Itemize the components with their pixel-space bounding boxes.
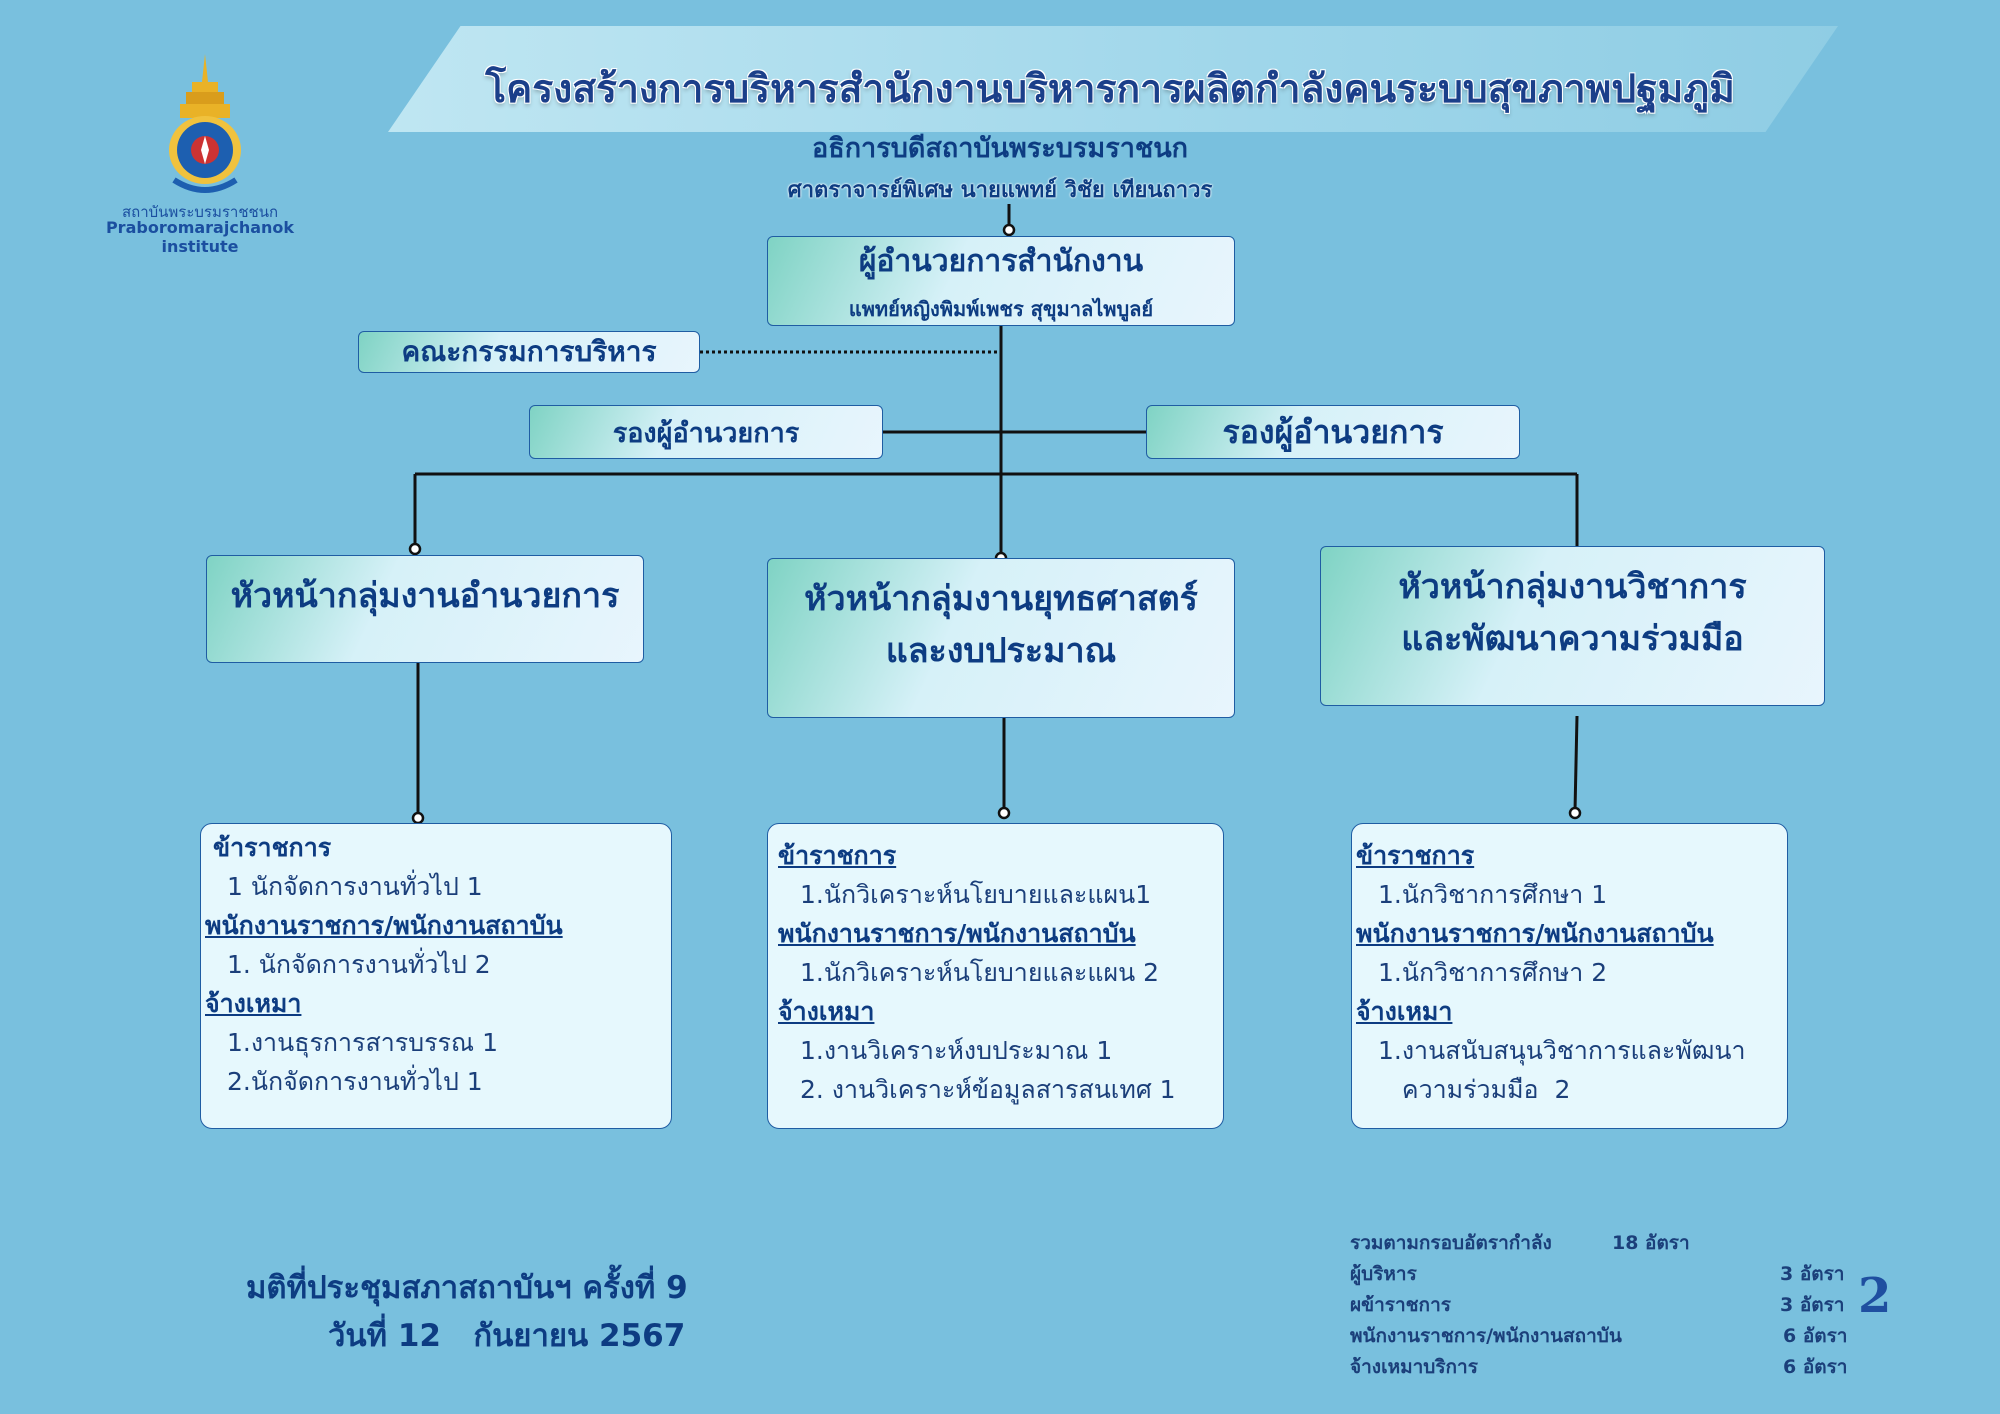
deputy-label-left: รองผู้อำนวยการ bbox=[612, 417, 800, 449]
page-number: 2 bbox=[1858, 1268, 1892, 1324]
staff-item: 1. นักจัดการงานทั่วไป 2 bbox=[227, 950, 491, 979]
summary-row-value: 6 อัตรา bbox=[1783, 1325, 1848, 1347]
rector-title: อธิการบดีสถาบันพระบรมราชนก bbox=[812, 133, 1188, 164]
connector-node-staff-2 bbox=[997, 806, 1011, 820]
staff-list-academic: ข้าราชการ 1.นักวิชาการศึกษา 1 พนักงานราช… bbox=[1351, 823, 1788, 1129]
connector-node-staff-1 bbox=[411, 811, 425, 825]
staff-heading: จ้างเหมา bbox=[205, 989, 302, 1018]
summary-row-label: ผข้าราชการ bbox=[1350, 1294, 1451, 1316]
staff-item: 1.นักวิเคราะห์นโยบายและแผน1 bbox=[800, 880, 1152, 909]
title-banner bbox=[388, 26, 1838, 132]
institute-name-en: Praboromarajchanok institute bbox=[105, 218, 295, 256]
summary-row-label: ผู้บริหาร bbox=[1350, 1263, 1417, 1285]
staff-item: 1.งานธุรการสารบรรณ 1 bbox=[227, 1028, 498, 1057]
summary-row-value: 3 อัตรา bbox=[1780, 1263, 1845, 1285]
staff-item: 1.นักวิชาการศึกษา 1 bbox=[1378, 880, 1608, 909]
connector-node-group-1 bbox=[408, 542, 422, 556]
connector-node-staff-3 bbox=[1568, 806, 1582, 820]
director-name: แพทย์หญิงพิมพ์เพชร สุขุมาลไพบูลย์ bbox=[848, 296, 1154, 321]
staff-item: 1.งานวิเคราะห์งบประมาณ 1 bbox=[800, 1036, 1113, 1065]
group-box-admin: หัวหน้ากลุ่มงานอำนวยการ bbox=[206, 555, 644, 663]
staff-list-admin: ข้าราชการ 1 นักจัดการงานทั่วไป 1 พนักงาน… bbox=[200, 823, 672, 1129]
committee-box: คณะกรรมการบริหาร bbox=[358, 331, 700, 373]
deputy-box-right: รองผู้อำนวยการ bbox=[1146, 405, 1520, 459]
staff-heading: ข้าราชการ bbox=[1356, 841, 1475, 870]
summary-row-value: 3 อัตรา bbox=[1780, 1294, 1845, 1316]
staff-item: 1.นักวิชาการศึกษา 2 bbox=[1378, 958, 1608, 987]
connector-staff-3 bbox=[1573, 715, 1579, 812]
staff-heading: พนักงานราชการ/พนักงานสถาบัน bbox=[778, 919, 1136, 948]
deputy-label-right: รองผู้อำนวยการ bbox=[1222, 412, 1444, 451]
group-title-strategy-2: และงบประมาณ bbox=[885, 631, 1117, 671]
group-title-academic-1: หัวหน้ากลุ่มงานวิชาการ bbox=[1398, 567, 1747, 607]
resolution-line-1: มติที่ประชุมสภาสถาบันฯ ครั้งที่ 9 bbox=[246, 1270, 688, 1306]
director-title: ผู้อำนวยการสำนักงาน bbox=[858, 243, 1144, 279]
staff-item: 2. งานวิเคราะห์ข้อมูลสารสนเทศ 1 bbox=[800, 1075, 1176, 1104]
staff-heading: จ้างเหมา bbox=[1356, 997, 1453, 1026]
staff-item: 2.นักจัดการงานทั่วไป 1 bbox=[227, 1067, 483, 1096]
staff-item: 1.งานสนับสนุนวิชาการและพัฒนา bbox=[1378, 1036, 1746, 1065]
director-box: ผู้อำนวยการสำนักงาน แพทย์หญิงพิมพ์เพชร ส… bbox=[767, 236, 1235, 326]
group-title-academic-2: และพัฒนาความร่วมมือ bbox=[1401, 619, 1744, 659]
summary-total-value: 18 อัตรา bbox=[1612, 1232, 1690, 1254]
summary-total-label: รวมตามกรอบอัตรากำลัง bbox=[1350, 1232, 1552, 1254]
staff-item: 1.นักวิเคราะห์นโยบายและแผน 2 bbox=[800, 958, 1160, 987]
staff-heading: พนักงานราชการ/พนักงานสถาบัน bbox=[1356, 919, 1714, 948]
summary-row-label: พนักงานราชการ/พนักงานสถาบัน bbox=[1350, 1325, 1622, 1347]
staff-heading: พนักงานราชการ/พนักงานสถาบัน bbox=[205, 911, 563, 940]
institute-name-th: สถาบันพระบรมราชชนก bbox=[121, 203, 279, 221]
group-title-admin: หัวหน้ากลุ่มงานอำนวยการ bbox=[230, 576, 620, 616]
resolution-line-2: วันที่ 12 กันยายน 2567 bbox=[328, 1318, 686, 1354]
staff-item: 1 นักจัดการงานทั่วไป 1 bbox=[227, 872, 483, 901]
page-title: โครงสร้างการบริหารสำนักงานบริหารการผลิตก… bbox=[485, 67, 1735, 112]
staff-list-strategy: ข้าราชการ 1.นักวิเคราะห์นโยบายและแผน1 พน… bbox=[767, 823, 1224, 1129]
group-box-academic: หัวหน้ากลุ่มงานวิชาการ และพัฒนาความร่วมม… bbox=[1320, 546, 1825, 706]
committee-label: คณะกรรมการบริหาร bbox=[401, 335, 657, 368]
staff-heading: ข้าราชการ bbox=[213, 833, 332, 862]
summary-row-value: 6 อัตรา bbox=[1783, 1356, 1848, 1378]
staff-item: ความร่วมมือ 2 bbox=[1378, 1075, 1571, 1104]
group-box-strategy: หัวหน้ากลุ่มงานยุทธศาสตร์ และงบประมาณ bbox=[767, 558, 1235, 718]
staff-heading: ข้าราชการ bbox=[778, 841, 897, 870]
connector-node-top bbox=[1002, 223, 1016, 237]
deputy-box-left: รองผู้อำนวยการ bbox=[529, 405, 883, 459]
group-title-strategy-1: หัวหน้ากลุ่มงานยุทธศาสตร์ bbox=[804, 579, 1198, 619]
summary-row-label: จ้างเหมาบริการ bbox=[1350, 1356, 1478, 1378]
rector-name: ศาตราจารย์พิเศษ นายแพทย์ วิชัย เทียนถาวร bbox=[787, 178, 1213, 203]
staff-heading: จ้างเหมา bbox=[778, 997, 875, 1026]
institute-logo bbox=[160, 52, 250, 202]
